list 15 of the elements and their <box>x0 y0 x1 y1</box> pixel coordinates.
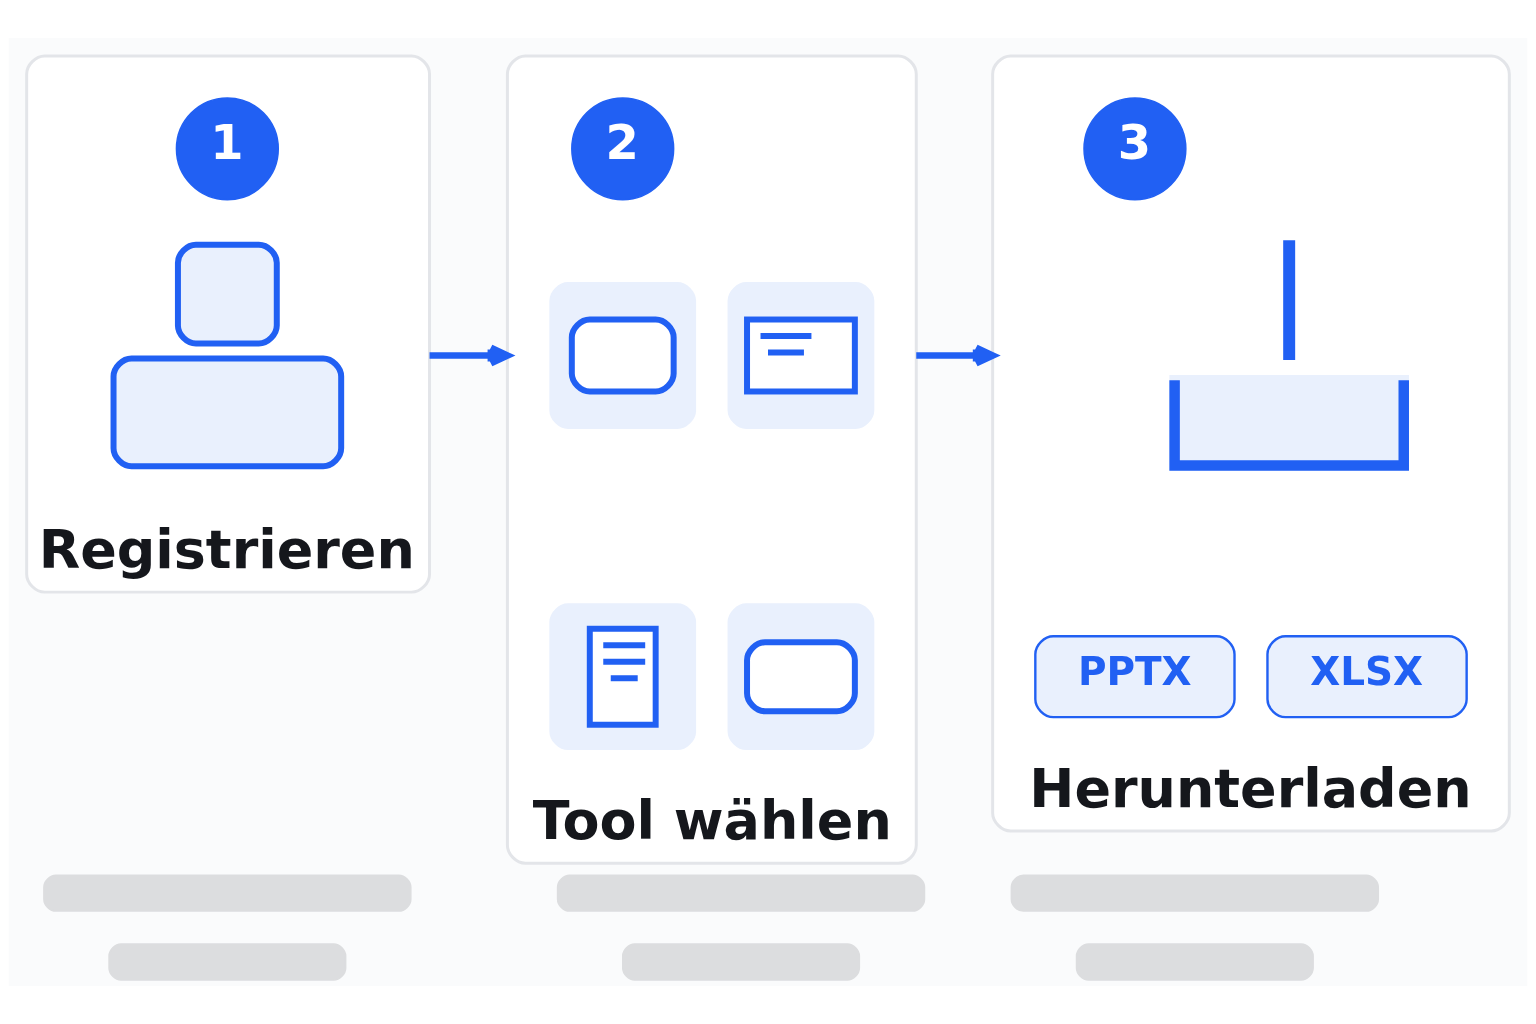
node-box: PPTX <box>1034 635 1236 719</box>
node-box <box>727 603 875 751</box>
node-box: XLSX <box>1266 635 1468 719</box>
node-box <box>549 603 697 751</box>
node-bar <box>622 943 861 981</box>
node-bar <box>108 943 347 981</box>
node-bar <box>1010 874 1380 912</box>
node-bar <box>1075 943 1314 981</box>
node-circle: 2 <box>571 97 675 201</box>
node-bar <box>43 874 412 912</box>
node-circle: 1 <box>175 97 279 201</box>
node-box <box>727 282 875 429</box>
node-circle: 3 <box>1083 97 1187 201</box>
node-bar <box>556 874 926 912</box>
node-box <box>549 282 697 429</box>
